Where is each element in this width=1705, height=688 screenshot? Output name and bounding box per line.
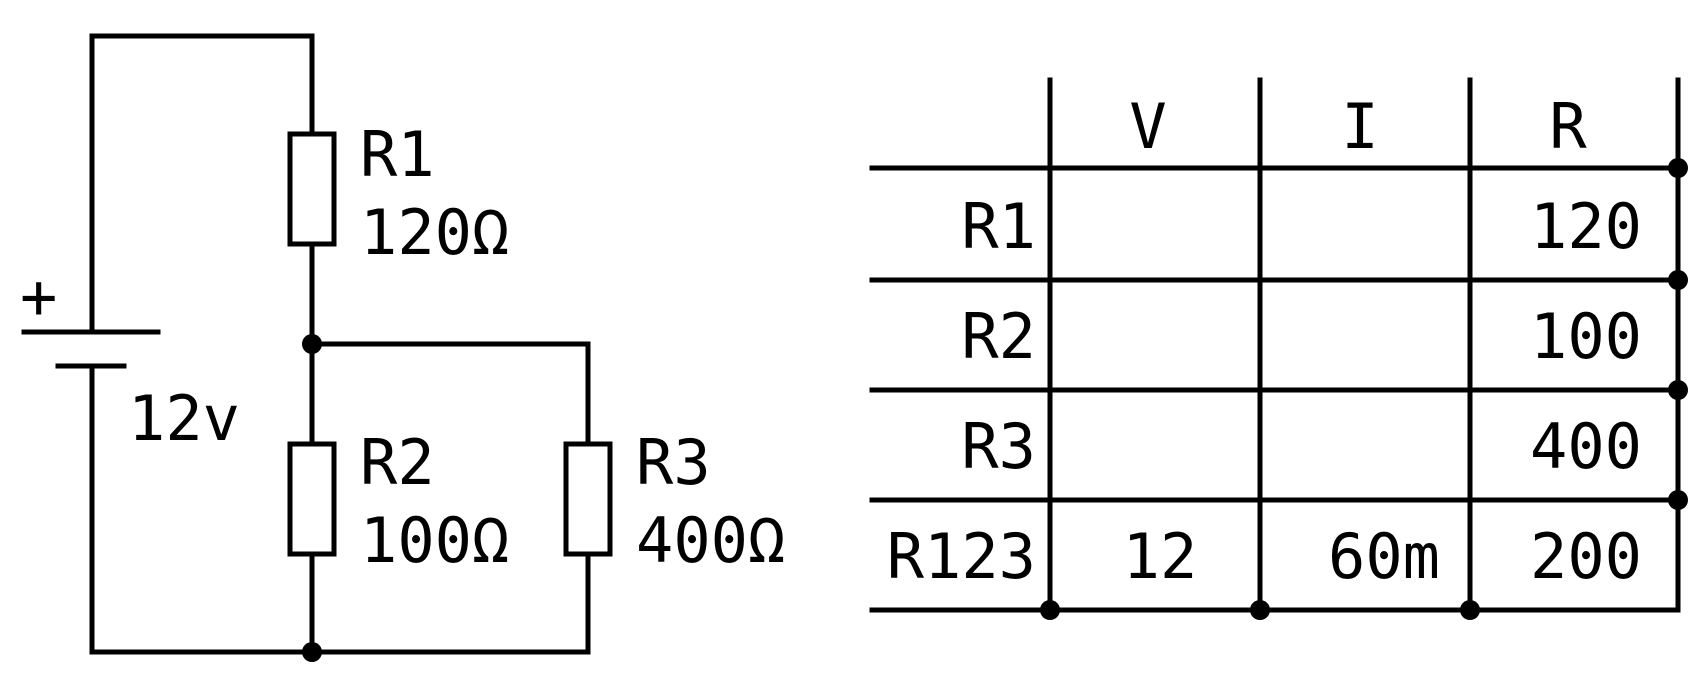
table-header-v: V bbox=[1129, 90, 1166, 163]
table-cell-r: 400 bbox=[1530, 410, 1642, 483]
table-dot bbox=[1668, 380, 1688, 400]
table-dot bbox=[1668, 490, 1688, 510]
table-dot bbox=[1460, 600, 1480, 620]
resistor-r1-body bbox=[287, 131, 337, 247]
battery: + 12v bbox=[20, 260, 240, 455]
table-cell-r: 100 bbox=[1530, 300, 1642, 373]
wire-node-to-r3 bbox=[309, 341, 591, 447]
table-dot bbox=[1250, 600, 1270, 620]
table-row-label: R1 bbox=[961, 190, 1036, 263]
table-row-label: R123 bbox=[887, 520, 1036, 593]
resistor-r2-body bbox=[287, 441, 337, 557]
table-dot bbox=[1668, 158, 1688, 178]
table-cell-r: 120 bbox=[1530, 190, 1642, 263]
table-dot bbox=[1040, 600, 1060, 620]
table-header-i: I bbox=[1341, 90, 1378, 163]
battery-voltage-label: 12v bbox=[128, 382, 240, 455]
resistor-r3-value: 400Ω bbox=[636, 504, 785, 577]
resistor-r3-body bbox=[563, 441, 613, 557]
resistor-r2-value: 100Ω bbox=[360, 504, 509, 577]
resistor-r1-value: 120Ω bbox=[360, 196, 509, 269]
resistor-r2-name: R2 bbox=[360, 426, 435, 499]
resistor-r3-name: R3 bbox=[636, 426, 711, 499]
battery-plus-symbol: + bbox=[20, 260, 57, 333]
table-cell-r: 200 bbox=[1530, 520, 1642, 593]
resistor-r3: R3 400Ω bbox=[563, 426, 785, 577]
wire-r3-to-bottom bbox=[89, 363, 591, 655]
table-header-r: R bbox=[1549, 90, 1587, 163]
resistor-r1: R1 120Ω bbox=[287, 118, 509, 269]
wire-top-loop bbox=[89, 33, 315, 333]
vir-table: V I R R1 120 R2 100 R3 400 R123 12 60m 2… bbox=[869, 77, 1688, 620]
circuit-schematic: + 12v R1 120Ω R2 100Ω R3 400Ω bbox=[20, 33, 785, 662]
junction-dot-top bbox=[302, 334, 322, 354]
resistor-r2: R2 100Ω bbox=[287, 426, 509, 577]
table-cell-i: 60m bbox=[1328, 520, 1440, 593]
table-dot bbox=[1668, 270, 1688, 290]
table-cell-v: 12 bbox=[1123, 520, 1198, 593]
table-row-label: R2 bbox=[961, 300, 1036, 373]
resistor-r1-name: R1 bbox=[360, 118, 435, 191]
junction-dot-bottom bbox=[302, 642, 322, 662]
table-row-label: R3 bbox=[961, 410, 1036, 483]
